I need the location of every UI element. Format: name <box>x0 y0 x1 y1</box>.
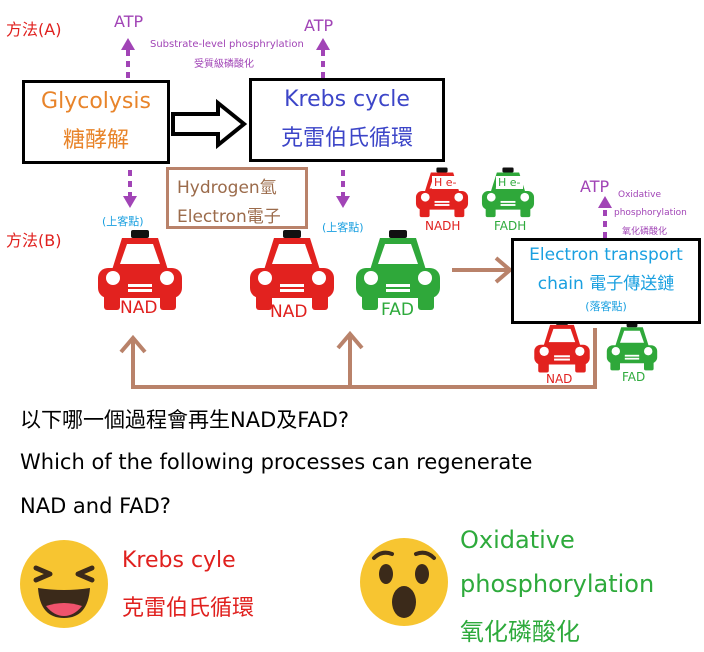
option-b-line1: Oxidative <box>460 526 575 554</box>
taxi-fadh-label: FADH <box>494 219 527 233</box>
taxi-nad-2 <box>250 230 334 310</box>
atp-label-oxidative: ATP <box>580 177 610 196</box>
krebs-label-zh: 克雷伯氏循環 <box>280 126 413 151</box>
etc-label-line2: chain 電子傳送鏈 <box>537 274 675 294</box>
taxi-fad-1 <box>356 230 440 310</box>
oxidative-note-line2: phosphorylation <box>614 208 687 218</box>
electron-transport-chain-box: Electron transport chain 電子傳送鏈 (落客點) <box>511 238 701 324</box>
taxi-fad-1-label: FAD <box>381 300 414 320</box>
glycolysis-label-zh: 糖酵解 <box>62 128 129 153</box>
pickup-label-left: (上客點) <box>102 215 144 228</box>
taxi-nad-3-label: NAD <box>546 372 573 386</box>
atp-label-right: ATP <box>304 16 334 35</box>
option-b-line2: phosphorylation <box>460 570 655 598</box>
hydrogen-electron-box: Hydrogen氫 Electron電子 <box>166 167 308 229</box>
taxi-nad-1-label: NAD <box>120 298 158 318</box>
taxi-fadh-cargo: H e- <box>496 176 523 189</box>
laughing-emoji-icon <box>20 540 108 628</box>
taxi-nadh-label: NADH <box>425 219 461 233</box>
atp-arrowheads <box>121 38 612 208</box>
method-b-label: 方法(B) <box>6 231 62 250</box>
taxi-fad-3-label: FAD <box>622 370 646 384</box>
taxi-fadh <box>481 167 535 218</box>
surprised-emoji-icon <box>360 538 448 626</box>
hydrogen-label: Hydrogen氫 <box>177 178 277 198</box>
atp-arrows <box>126 48 607 238</box>
taxi-nad-3 <box>534 319 590 373</box>
substrate-label-zh: 受質級磷酸化 <box>194 59 254 70</box>
taxi-nad-2-label: NAD <box>270 302 308 322</box>
taxi-nadh <box>415 167 469 218</box>
atp-label-left: ATP <box>114 12 144 31</box>
krebs-cycle-box: Krebs cycle 克雷伯氏循環 <box>249 78 445 162</box>
glycolysis-box: Glycolysis 糖酵解 <box>22 80 170 164</box>
fad-to-etc-arrow <box>452 256 514 284</box>
etc-dropoff-label: (落客點) <box>585 300 627 313</box>
oxidative-note-line3: 氧化磷酸化 <box>622 227 668 237</box>
question-zh: 以下哪一個過程會再生NAD及FAD? <box>20 408 350 432</box>
substrate-label-en: Substrate-level phosphrylation <box>150 39 304 50</box>
method-a-label: 方法(A) <box>6 20 62 39</box>
question-en-line2: NAD and FAD? <box>20 494 171 518</box>
glycolysis-label-en: Glycolysis <box>41 89 151 114</box>
option-b-line3: 氧化磷酸化 <box>460 618 580 646</box>
regeneration-loop-arrow <box>119 328 597 389</box>
etc-label-line1: Electron transport <box>529 245 683 265</box>
option-a-zh: 克雷伯氏循環 <box>122 596 255 621</box>
taxi-nadh-cargo: H e- <box>432 176 459 189</box>
electron-label: Electron電子 <box>177 207 281 227</box>
pickup-label-right: (上客點) <box>322 221 364 234</box>
pickup-arrows <box>128 170 345 198</box>
taxi-fad-3 <box>606 322 658 371</box>
krebs-label-en: Krebs cycle <box>284 87 410 112</box>
glycolysis-to-krebs-arrow <box>171 98 248 150</box>
question-en-line1: Which of the following processes can reg… <box>20 450 533 474</box>
option-a-en: Krebs cyle <box>122 548 236 573</box>
oxidative-note-line1: Oxidative <box>618 190 662 200</box>
